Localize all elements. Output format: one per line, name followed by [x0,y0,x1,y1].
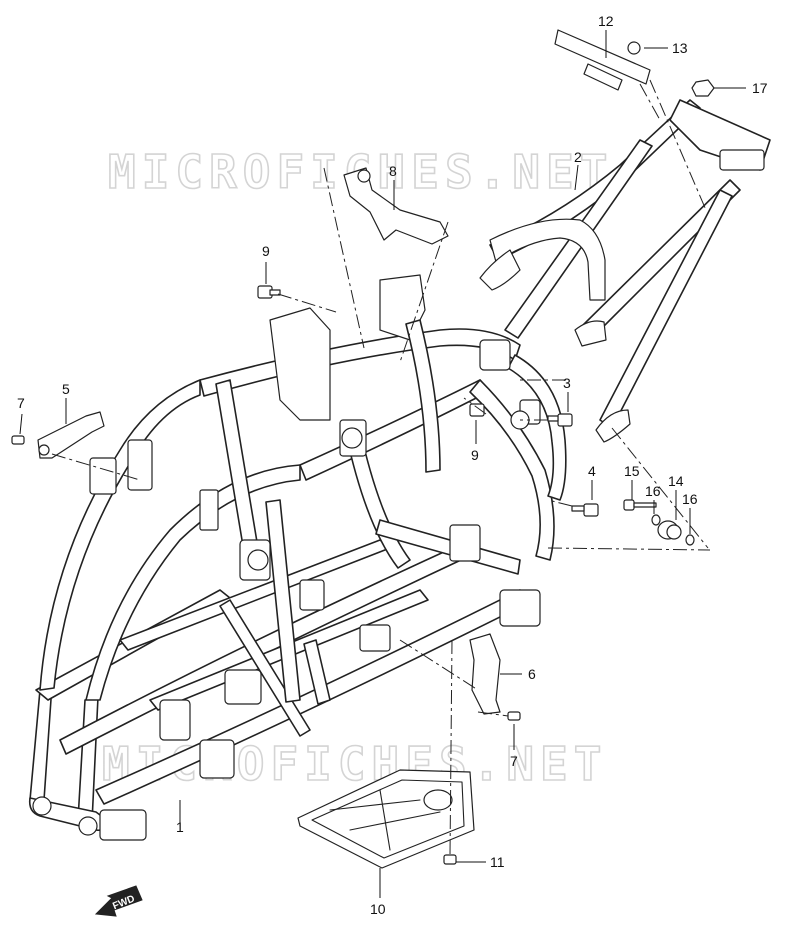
bracket-12 [554,29,651,91]
rear-subframe [479,99,771,443]
bolt-7-right [507,711,521,721]
bolt-3 [547,413,573,427]
bush-14 [657,520,682,540]
callout-leaders [19,30,746,898]
callout-5[interactable]: 5 [62,381,70,397]
callout-6[interactable]: 6 [528,666,536,682]
alignment-lines [51,79,711,856]
callout-14[interactable]: 14 [668,473,684,489]
nut-17 [691,79,715,97]
bolt-11 [443,854,457,865]
callout-16-right[interactable]: 16 [682,491,698,507]
callout-7-left[interactable]: 7 [17,395,25,411]
bracket-6 [469,633,501,715]
bolt-9-lower [469,403,485,417]
callout-12[interactable]: 12 [598,13,614,29]
callout-2[interactable]: 2 [574,149,582,165]
callout-7-right[interactable]: 7 [510,753,518,769]
callout-17[interactable]: 17 [752,80,768,96]
washer-16-left [651,514,661,526]
skid-plate-10 [297,769,475,869]
callout-9-upper[interactable]: 9 [262,243,270,259]
callout-10[interactable]: 10 [370,901,386,917]
callout-labels: 12 13 17 2 8 9 5 7 3 9 4 15 16 14 16 6 7… [17,13,768,917]
bolt-4 [571,503,599,517]
callout-13[interactable]: 13 [672,40,688,56]
bracket-8 [343,167,449,245]
washer-16-right [685,534,695,546]
forward-arrow-icon: FWD [94,885,143,917]
bolt-9-upper [257,285,281,299]
callout-8[interactable]: 8 [389,163,397,179]
callout-4[interactable]: 4 [588,463,596,479]
callout-3[interactable]: 3 [563,375,571,391]
callout-9-lower[interactable]: 9 [471,447,479,463]
callout-16-left[interactable]: 16 [645,483,661,499]
callout-1[interactable]: 1 [176,819,184,835]
bracket-5 [37,411,105,459]
bolt-7-left [11,435,25,445]
bolt-15 [623,499,657,511]
callout-15[interactable]: 15 [624,463,640,479]
callout-11[interactable]: 11 [490,854,505,870]
main-frame [28,274,567,841]
